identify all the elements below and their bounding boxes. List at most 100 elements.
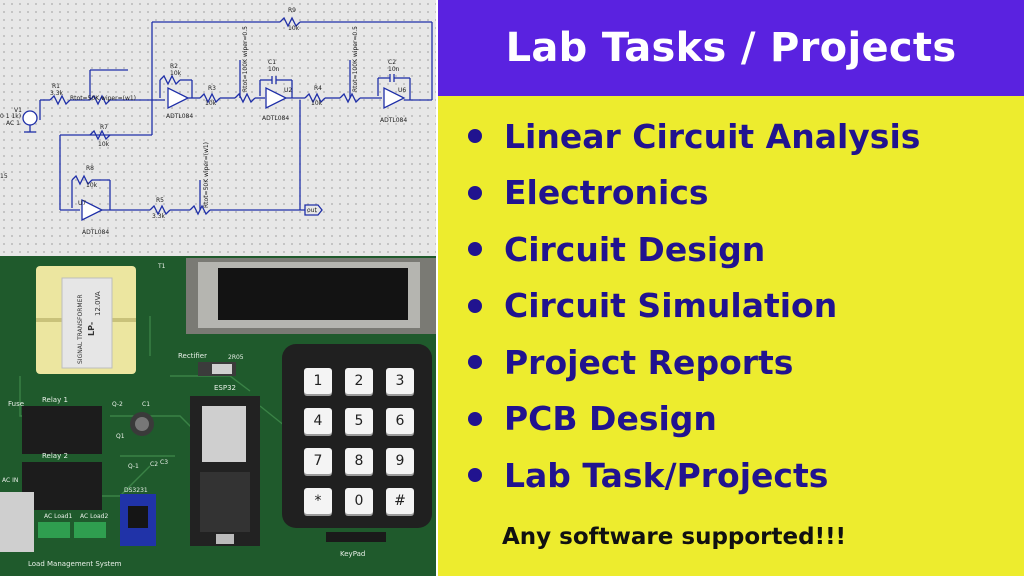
r3-value: 10k — [205, 100, 217, 107]
list-item: Project Reports — [468, 334, 920, 391]
keypad-key: # — [386, 488, 414, 514]
c1-label: C1 — [268, 59, 276, 66]
keypad-key: 8 — [345, 448, 373, 474]
c1-value: 10n — [268, 66, 280, 73]
q1b-label: Q-1 — [128, 463, 139, 470]
r3-label: R3 — [208, 85, 216, 92]
bullet-icon — [468, 468, 482, 483]
transformer-model: LP- — [87, 322, 96, 336]
keypad-key: 4 — [304, 408, 332, 434]
pot1-label: Rtot=50K wiper=(w1) — [70, 95, 136, 102]
t1-label: T1 — [157, 263, 166, 270]
bullet-icon — [468, 185, 482, 200]
list-item: Circuit Design — [468, 221, 920, 278]
opamp4-label: ADTL084 — [82, 229, 109, 236]
keypad-key: 9 — [386, 448, 414, 474]
opamp1-label: ADTL084 — [166, 113, 193, 120]
pcb-render-image: SIGNAL TRANSFORMER LP- 12.0VA Rectifier … — [0, 256, 436, 576]
opamp3-label: ADTL084 — [380, 117, 407, 124]
c2-label: C2 — [150, 461, 158, 468]
bullet-icon — [468, 411, 482, 426]
bullet-icon — [468, 355, 482, 370]
relay2-label: Relay 2 — [42, 452, 68, 460]
keypad-key: 0 — [345, 488, 373, 514]
page-title: Lab Tasks / Projects — [505, 25, 957, 71]
acload2-label: AC Load2 — [80, 513, 108, 520]
r9-value: 10k — [288, 25, 300, 32]
r1-value: 3.3k — [50, 90, 64, 97]
c2-label: C2 — [388, 59, 396, 66]
rectifier-part: 2R05 — [228, 354, 244, 361]
c3-label: C3 — [160, 459, 168, 466]
pot3-label: Rtot=100K wiper=0.5 — [352, 26, 359, 92]
r5-label: R5 — [156, 197, 164, 204]
list-item-label: Linear Circuit Analysis — [504, 116, 921, 156]
pot2-label: Rtot=100K wiper=0.5 — [242, 26, 249, 92]
r4-label: R4 — [314, 85, 322, 92]
service-list: Linear Circuit Analysis Electronics Circ… — [468, 108, 920, 504]
fuse-label: Fuse — [8, 400, 24, 408]
transformer-label: SIGNAL TRANSFORMER — [77, 294, 84, 364]
r8-value: 10k — [86, 182, 98, 189]
schematic-drawing: R1 3.3k V1 0 1 1k) AC 1 Rtot=50K wiper=(… — [0, 7, 433, 236]
r1-label: R1 — [52, 83, 60, 90]
v1-label: V1 — [14, 107, 22, 114]
keypad-key: 1 — [304, 368, 332, 394]
acin-label: AC IN — [2, 477, 18, 484]
list-item-label: Lab Task/Projects — [504, 455, 829, 495]
r7-label: R7 — [100, 124, 108, 131]
u6-label: U6 — [398, 87, 406, 94]
bullet-icon — [468, 298, 482, 313]
r7-value: 10k — [98, 141, 110, 148]
u2-label: U2 — [284, 87, 292, 94]
pot4-label: Rtot=50K wiper=(w1) — [203, 142, 210, 208]
rectifier-label: Rectifier — [178, 352, 207, 360]
keypad-key: * — [304, 488, 332, 514]
u7-label: U7 — [78, 200, 86, 207]
v1-source: 0 1 1k) — [0, 113, 21, 120]
ds3231-label: DS3231 — [124, 487, 148, 494]
transformer-rating: 12.0VA — [94, 291, 102, 316]
list-item: Lab Task/Projects — [468, 447, 920, 504]
board-title: Load Management System — [28, 560, 122, 568]
circuit-schematic-image: R1 3.3k V1 0 1 1k) AC 1 Rtot=50K wiper=(… — [0, 0, 436, 256]
esp32-label: ESP32 — [214, 384, 236, 392]
r5-value: 3.3k — [152, 213, 166, 220]
list-item: Circuit Simulation — [468, 278, 920, 335]
side-label: 15 — [0, 173, 8, 180]
r4-value: 10k — [311, 100, 323, 107]
keypad-key: 2 — [345, 368, 373, 394]
keypad-key: 6 — [386, 408, 414, 434]
relay1-label: Relay 1 — [42, 396, 68, 404]
r9-label: R9 — [288, 7, 296, 14]
q2-label: Q-2 — [112, 401, 123, 408]
list-item-label: PCB Design — [504, 399, 717, 439]
footer-note: Any software supported!!! — [502, 524, 847, 550]
r2-value: 10k — [170, 70, 182, 77]
v1-value: AC 1 — [6, 120, 20, 127]
list-item: Electronics — [468, 165, 920, 222]
out-label: out — [307, 207, 317, 214]
services-panel: Linear Circuit Analysis Electronics Circ… — [438, 96, 1024, 576]
keypad-key: 3 — [386, 368, 414, 394]
list-item-label: Project Reports — [504, 342, 794, 382]
acload1-label: AC Load1 — [44, 513, 72, 520]
list-item-label: Electronics — [504, 173, 709, 213]
q1-label: Q1 — [116, 433, 125, 440]
list-item-label: Circuit Simulation — [504, 286, 838, 326]
panel-divider — [436, 0, 438, 576]
bullet-icon — [468, 129, 482, 144]
c1-label: C1 — [142, 401, 150, 408]
list-item: Linear Circuit Analysis — [468, 108, 920, 165]
keypad-key: 5 — [345, 408, 373, 434]
list-item: PCB Design — [468, 391, 920, 448]
list-item-label: Circuit Design — [504, 229, 766, 269]
keypad-label: KeyPad — [340, 550, 365, 558]
r8-label: R8 — [86, 165, 94, 172]
c2-value: 10n — [388, 66, 400, 73]
title-banner: Lab Tasks / Projects — [438, 0, 1024, 96]
bullet-icon — [468, 242, 482, 257]
keypad-key: 7 — [304, 448, 332, 474]
opamp2-label: ADTL084 — [262, 115, 289, 122]
r2-label: R2 — [170, 63, 178, 70]
